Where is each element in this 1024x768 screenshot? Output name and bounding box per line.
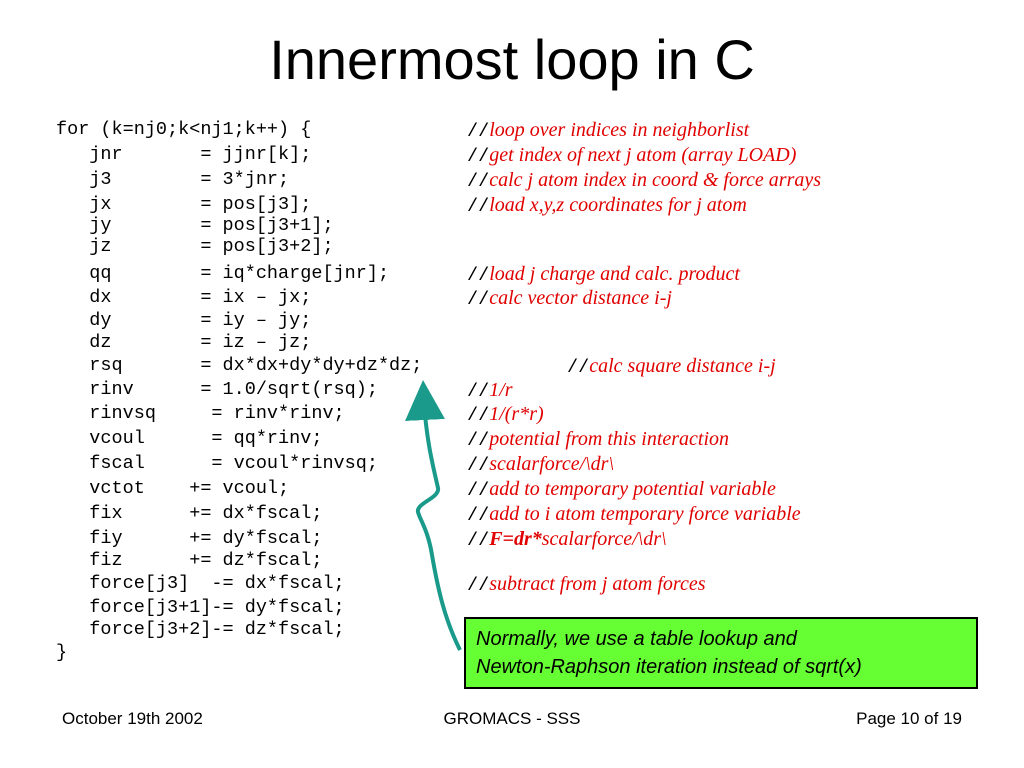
code-line: vcoul = qq*rinv; bbox=[56, 428, 323, 449]
code-line: jy = pos[j3+1]; bbox=[56, 215, 334, 236]
code-line: for (k=nj0;k<nj1;k++) { bbox=[56, 119, 312, 140]
code-comment: //F=dr*scalarforce/\dr\ bbox=[467, 528, 667, 551]
code-line: fix += dx*fscal; bbox=[56, 503, 323, 524]
code-line: force[j3] -= dx*fscal; bbox=[56, 573, 345, 594]
callout-line: Newton-Raphson iteration instead of sqrt… bbox=[476, 656, 862, 678]
code-comment: //calc square distance i-j bbox=[567, 355, 776, 378]
code-line: vctot += vcoul; bbox=[56, 478, 290, 499]
code-comment: //subtract from j atom forces bbox=[467, 573, 706, 596]
code-comment: //loop over indices in neighborlist bbox=[467, 119, 750, 142]
code-line: fiz += dz*fscal; bbox=[56, 550, 323, 571]
code-comment: //add to i atom temporary force variable bbox=[467, 503, 801, 526]
code-comment: //add to temporary potential variable bbox=[467, 478, 776, 501]
code-comment: //1/r bbox=[467, 379, 513, 402]
code-line: force[j3+1]-= dy*fscal; bbox=[56, 597, 345, 618]
code-comment: //scalarforce/\dr\ bbox=[467, 453, 615, 476]
code-comment: //calc vector distance i-j bbox=[467, 287, 672, 310]
footer-title: GROMACS - SSS bbox=[443, 709, 581, 728]
slide-title: Innermost loop in C bbox=[269, 28, 755, 91]
page-number: Page 10 of 19 bbox=[856, 709, 962, 728]
code-line: jnr = jjnr[k]; bbox=[56, 144, 312, 165]
callout-line: Normally, we use a table lookup and bbox=[476, 628, 797, 650]
code-line: fscal = vcoul*rinvsq; bbox=[56, 453, 378, 474]
code-line: j3 = 3*jnr; bbox=[56, 169, 290, 190]
sqrt-note-callout: Normally, we use a table lookup and Newt… bbox=[464, 617, 978, 689]
code-line: fiy += dy*fscal; bbox=[56, 528, 323, 549]
code-line: rinvsq = rinv*rinv; bbox=[56, 403, 345, 424]
code-line: dz = iz – jz; bbox=[56, 332, 312, 353]
code-line: dy = iy – jy; bbox=[56, 310, 312, 331]
code-line: jx = pos[j3]; bbox=[56, 194, 312, 215]
code-line: rsq = dx*dx+dy*dy+dz*dz; bbox=[56, 355, 423, 376]
code-line: } bbox=[56, 642, 68, 663]
code-comment: //load j charge and calc. product bbox=[467, 263, 740, 286]
code-line: dx = ix – jx; bbox=[56, 287, 312, 308]
code-line: rinv = 1.0/sqrt(rsq); bbox=[56, 379, 378, 400]
code-line: qq = iq*charge[jnr]; bbox=[56, 263, 390, 284]
code-line: jz = pos[j3+2]; bbox=[56, 236, 334, 257]
footer-date: October 19th 2002 bbox=[62, 709, 203, 728]
code-comment: //load x,y,z coordinates for j atom bbox=[467, 194, 747, 217]
code-comment: //calc j atom index in coord & force arr… bbox=[467, 169, 822, 192]
code-comment: //1/(r*r) bbox=[467, 403, 544, 426]
code-comment: //get index of next j atom (array LOAD) bbox=[467, 144, 797, 167]
code-line: force[j3+2]-= dz*fscal; bbox=[56, 619, 345, 640]
code-comment: //potential from this interaction bbox=[467, 428, 730, 451]
